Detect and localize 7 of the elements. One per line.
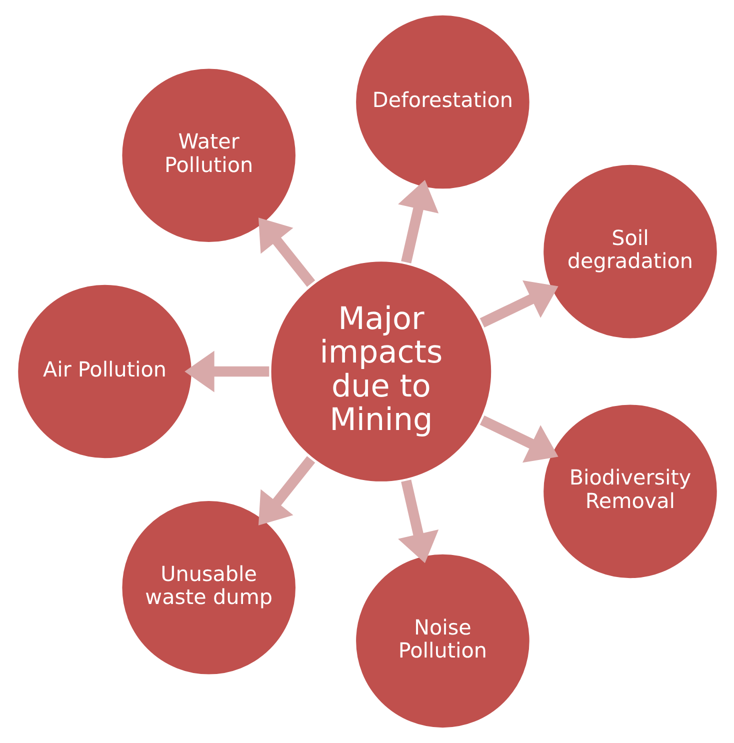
arrow bbox=[184, 350, 269, 392]
arrow bbox=[479, 280, 558, 328]
arrow bbox=[258, 456, 315, 526]
arrow bbox=[398, 180, 438, 264]
arrow bbox=[398, 480, 438, 564]
arrow bbox=[479, 415, 558, 463]
arrow bbox=[258, 218, 315, 287]
